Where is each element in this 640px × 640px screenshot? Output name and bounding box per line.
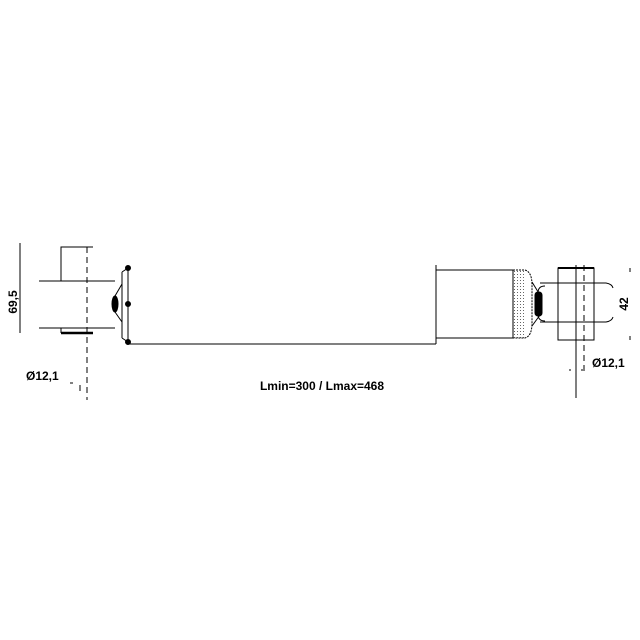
cylinder-body (435, 265, 533, 344)
left-bore-dimension: Ø12,1 (26, 369, 59, 383)
left-mount (19, 243, 131, 400)
right-height-dimension: 42 (617, 297, 631, 311)
right-mount (531, 265, 631, 398)
left-height-dimension: 69,5 (6, 290, 20, 314)
right-bore-dimension: Ø12,1 (592, 356, 625, 370)
left-bushing (111, 295, 119, 313)
length-dimension: Lmin=300 / Lmax=468 (260, 379, 384, 393)
